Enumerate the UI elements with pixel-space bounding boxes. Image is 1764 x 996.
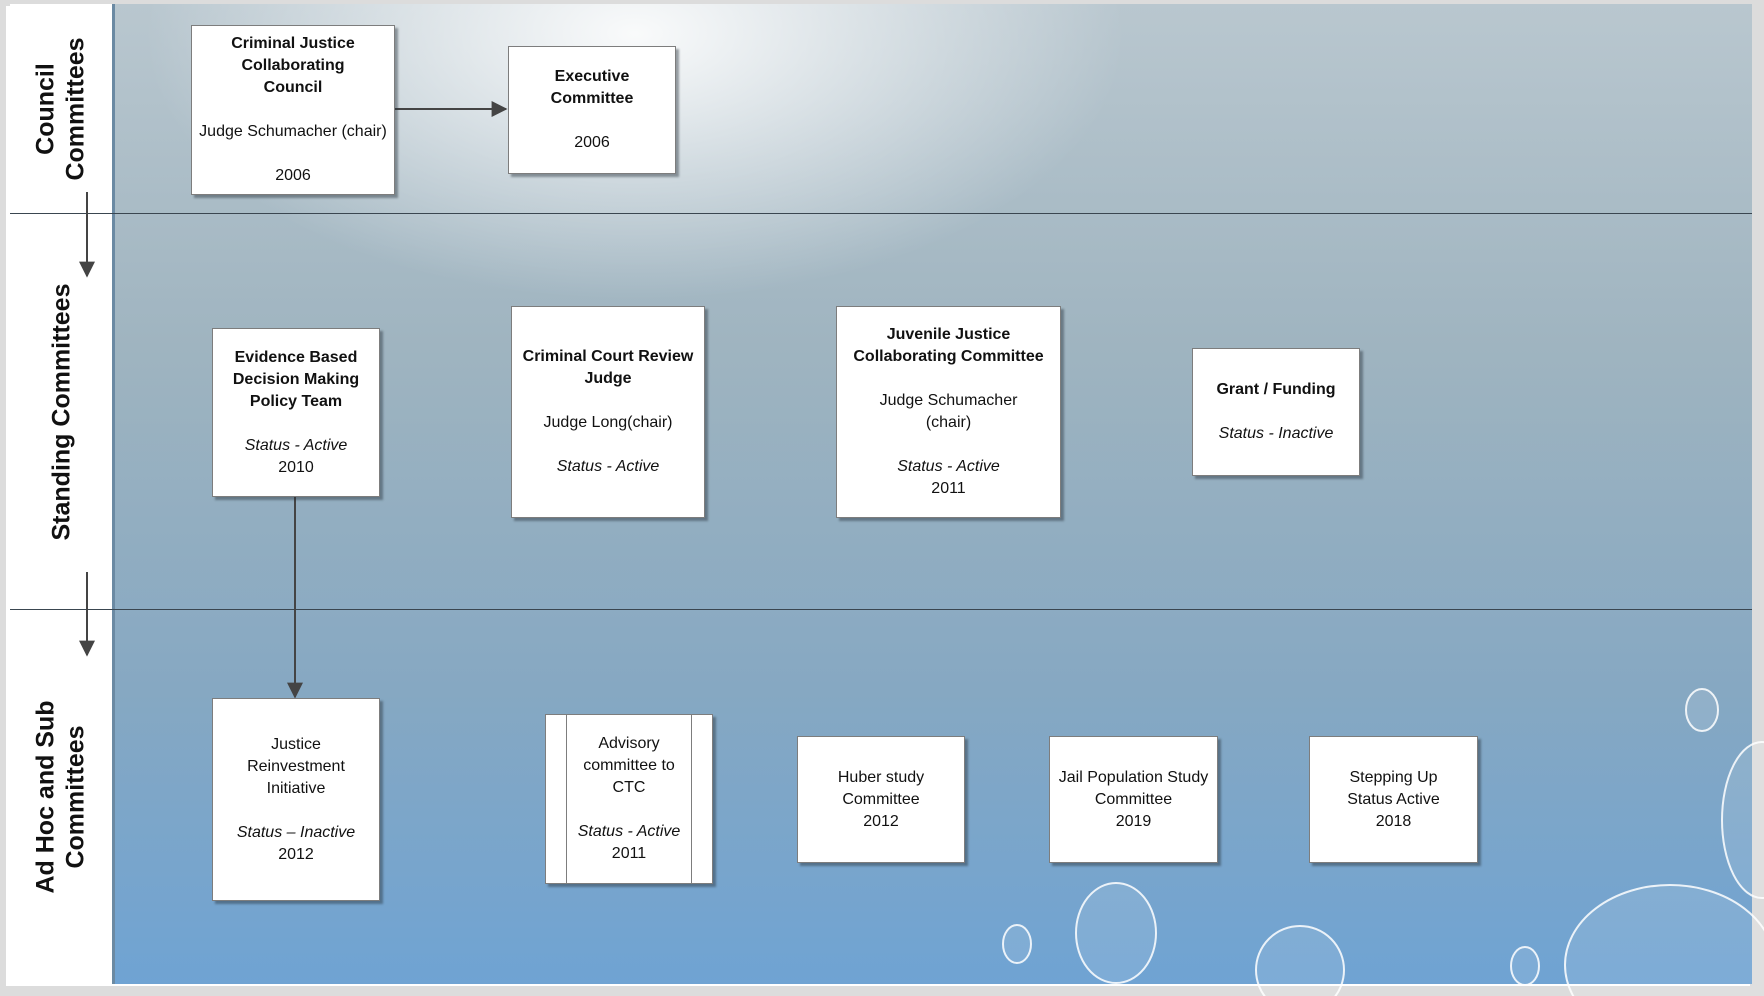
bubble — [1255, 925, 1345, 996]
node-title: Executive Committee — [550, 68, 634, 107]
node-ebdm[interactable]: Evidence Based Decision Making Policy Te… — [212, 328, 380, 497]
node-year: 2018 — [1375, 812, 1412, 830]
node-executive[interactable]: Executive Committee 2006 — [508, 46, 676, 174]
node-title: Grant / Funding — [1216, 381, 1336, 398]
node-advisory[interactable]: Advisory committee to CTC Status - Activ… — [545, 714, 713, 884]
node-year: 2006 — [275, 167, 311, 184]
node-year: 2006 — [574, 134, 610, 151]
connectors — [79, 101, 508, 699]
node-title: Criminal Justice Collaborating Council — [231, 35, 355, 96]
node-title: Juvenile Justice Collaborating Committee — [853, 326, 1044, 365]
node-jail[interactable]: Jail Population Study Committee 2019 — [1049, 736, 1218, 863]
node-jjcc[interactable]: Juvenile Justice Collaborating Committee… — [836, 306, 1061, 518]
node-cjcc[interactable]: Criminal Justice Collaborating Council J… — [191, 25, 395, 195]
bubble — [1721, 741, 1764, 899]
node-year: 2010 — [278, 458, 314, 476]
node-year: 2011 — [931, 480, 966, 497]
node-year: 2012 — [278, 845, 314, 863]
bubble — [1075, 882, 1157, 984]
node-title: Evidence Based Decision Making Policy Te… — [232, 348, 360, 410]
node-year: 2011 — [611, 845, 647, 862]
bubble — [1685, 688, 1719, 732]
node-year: 2019 — [1115, 812, 1152, 830]
node-status: Status - Active — [897, 458, 1000, 475]
node-ccr[interactable]: Criminal Court Review Judge Judge Long(c… — [511, 306, 705, 518]
node-title: Justice Reinvestment Initiative — [247, 735, 345, 797]
node-year: 2012 — [863, 812, 899, 830]
node-chair: Judge Schumacher (chair) — [199, 123, 387, 140]
node-grant[interactable]: Grant / Funding Status - Inactive — [1192, 348, 1360, 476]
node-chair: Judge Schumacher (chair) — [879, 392, 1018, 431]
node-status: Status - Active — [244, 436, 348, 454]
lane-divider-bottom — [10, 609, 1752, 610]
node-status: Status - Active — [556, 458, 660, 475]
bubbles-decoration — [1002, 688, 1764, 996]
node-title: Jail Population Study Committee — [1058, 768, 1209, 808]
node-status: Status – Inactive — [236, 823, 356, 841]
node-title: Advisory committee to CTC — [583, 735, 675, 796]
node-status: Status - Inactive — [1218, 425, 1334, 442]
lane-labels-column — [10, 4, 115, 984]
node-title: Stepping Up — [1349, 768, 1438, 786]
node-status: Status Active — [1347, 790, 1440, 808]
node-title: Criminal Court Review Judge — [522, 348, 694, 387]
node-huber[interactable]: Huber study Committee 2012 — [797, 736, 965, 863]
node-chair: Judge Long(chair) — [543, 414, 673, 431]
process-bar-right — [691, 715, 692, 883]
process-bar-left — [566, 715, 567, 883]
node-status: Status - Active — [577, 823, 681, 840]
node-jri[interactable]: Justice Reinvestment Initiative Status –… — [212, 698, 380, 901]
lane-divider-top — [10, 213, 1752, 214]
bubble — [1510, 946, 1540, 986]
bubble — [1002, 924, 1032, 964]
node-title: Huber study Committee — [837, 768, 925, 808]
node-stepping[interactable]: Stepping Up Status Active 2018 — [1309, 736, 1478, 863]
bubble — [1564, 884, 1764, 996]
